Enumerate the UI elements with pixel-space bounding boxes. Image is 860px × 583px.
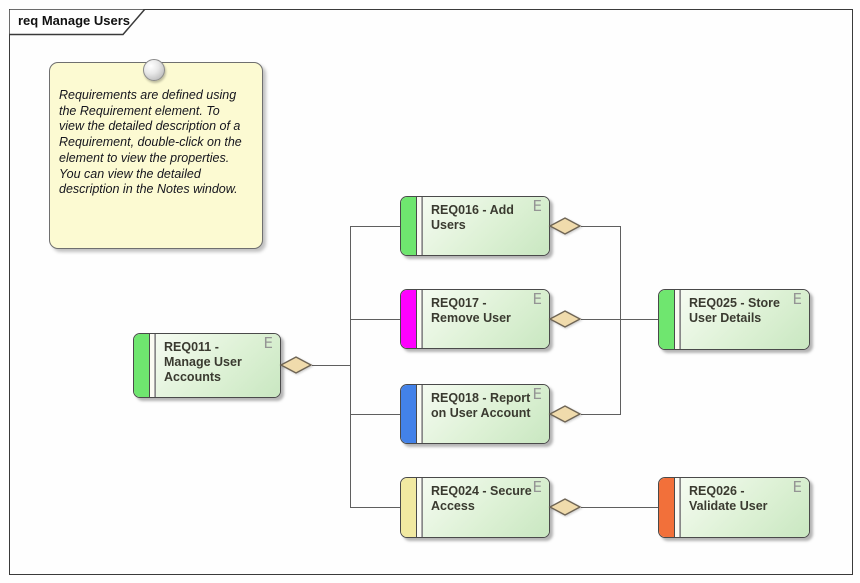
element-badge-icon: E [263, 334, 273, 352]
connector-trunk-req018[interactable] [350, 414, 400, 415]
req024-color-bar [401, 478, 417, 537]
element-badge-icon: E [792, 290, 802, 308]
connector-trunk-vertical[interactable] [350, 226, 351, 508]
aggregation-diamond-req017[interactable] [548, 309, 582, 329]
req011-color-bar [134, 334, 150, 397]
req024-label: REQ024 - Secure Access [431, 484, 532, 513]
element-badge-icon: E [792, 478, 802, 496]
requirement-req011[interactable]: E REQ011 - Manage User Accounts [133, 333, 281, 398]
aggregation-diamond-req018[interactable] [548, 404, 582, 424]
req024-bar-separator [417, 478, 423, 537]
req016-label: REQ016 - Add Users [431, 203, 514, 232]
element-badge-icon: E [532, 197, 542, 215]
requirement-req016[interactable]: E REQ016 - Add Users [400, 196, 550, 256]
diagram-frame [9, 9, 853, 575]
connector-req011-trunk[interactable] [312, 365, 351, 366]
req025-color-bar [659, 290, 675, 349]
element-badge-icon: E [532, 478, 542, 496]
req016-color-bar [401, 197, 417, 255]
req026-color-bar [659, 478, 675, 537]
connector-req018-right[interactable] [581, 414, 621, 415]
element-badge-icon: E [532, 290, 542, 308]
connector-trunk-req017[interactable] [350, 319, 400, 320]
requirement-req018[interactable]: E REQ018 - Report on User Account [400, 384, 550, 444]
req018-bar-separator [417, 385, 423, 443]
requirement-req026[interactable]: E REQ026 - Validate User [658, 477, 810, 538]
connector-req017-req025[interactable] [581, 319, 658, 320]
req011-bar-separator [150, 334, 156, 397]
element-badge-icon: E [532, 385, 542, 403]
req025-bar-separator [675, 290, 681, 349]
req016-bar-separator [417, 197, 423, 255]
connector-req016-right[interactable] [581, 226, 621, 227]
req017-color-bar [401, 290, 417, 348]
connector-req024-req026[interactable] [581, 507, 658, 508]
note-pin-icon [143, 59, 165, 81]
requirement-req017[interactable]: E REQ017 - Remove User [400, 289, 550, 349]
connector-trunk-req016[interactable] [350, 226, 400, 227]
req025-label: REQ025 - Store User Details [689, 296, 781, 325]
req026-bar-separator [675, 478, 681, 537]
req017-label: REQ017 - Remove User [431, 296, 511, 325]
requirement-req024[interactable]: E REQ024 - Secure Access [400, 477, 550, 538]
req026-label: REQ026 - Validate User [689, 484, 768, 513]
req018-label: REQ018 - Report on User Account [431, 391, 531, 420]
aggregation-diamond-req016[interactable] [548, 216, 582, 236]
frame-tab [9, 9, 146, 36]
req018-color-bar [401, 385, 417, 443]
requirement-req025[interactable]: E REQ025 - Store User Details [658, 289, 810, 350]
connector-right-vertical[interactable] [620, 226, 621, 415]
req011-label: REQ011 - Manage User Accounts [164, 340, 242, 384]
diagram-title: req Manage Users [18, 13, 130, 28]
aggregation-diamond-req011[interactable] [279, 355, 313, 375]
connector-trunk-req024[interactable] [350, 507, 400, 508]
note-text: Requirements are defined using the Requi… [59, 88, 242, 197]
aggregation-diamond-req024[interactable] [548, 497, 582, 517]
req017-bar-separator [417, 290, 423, 348]
note-element[interactable]: Requirements are defined using the Requi… [49, 59, 263, 249]
